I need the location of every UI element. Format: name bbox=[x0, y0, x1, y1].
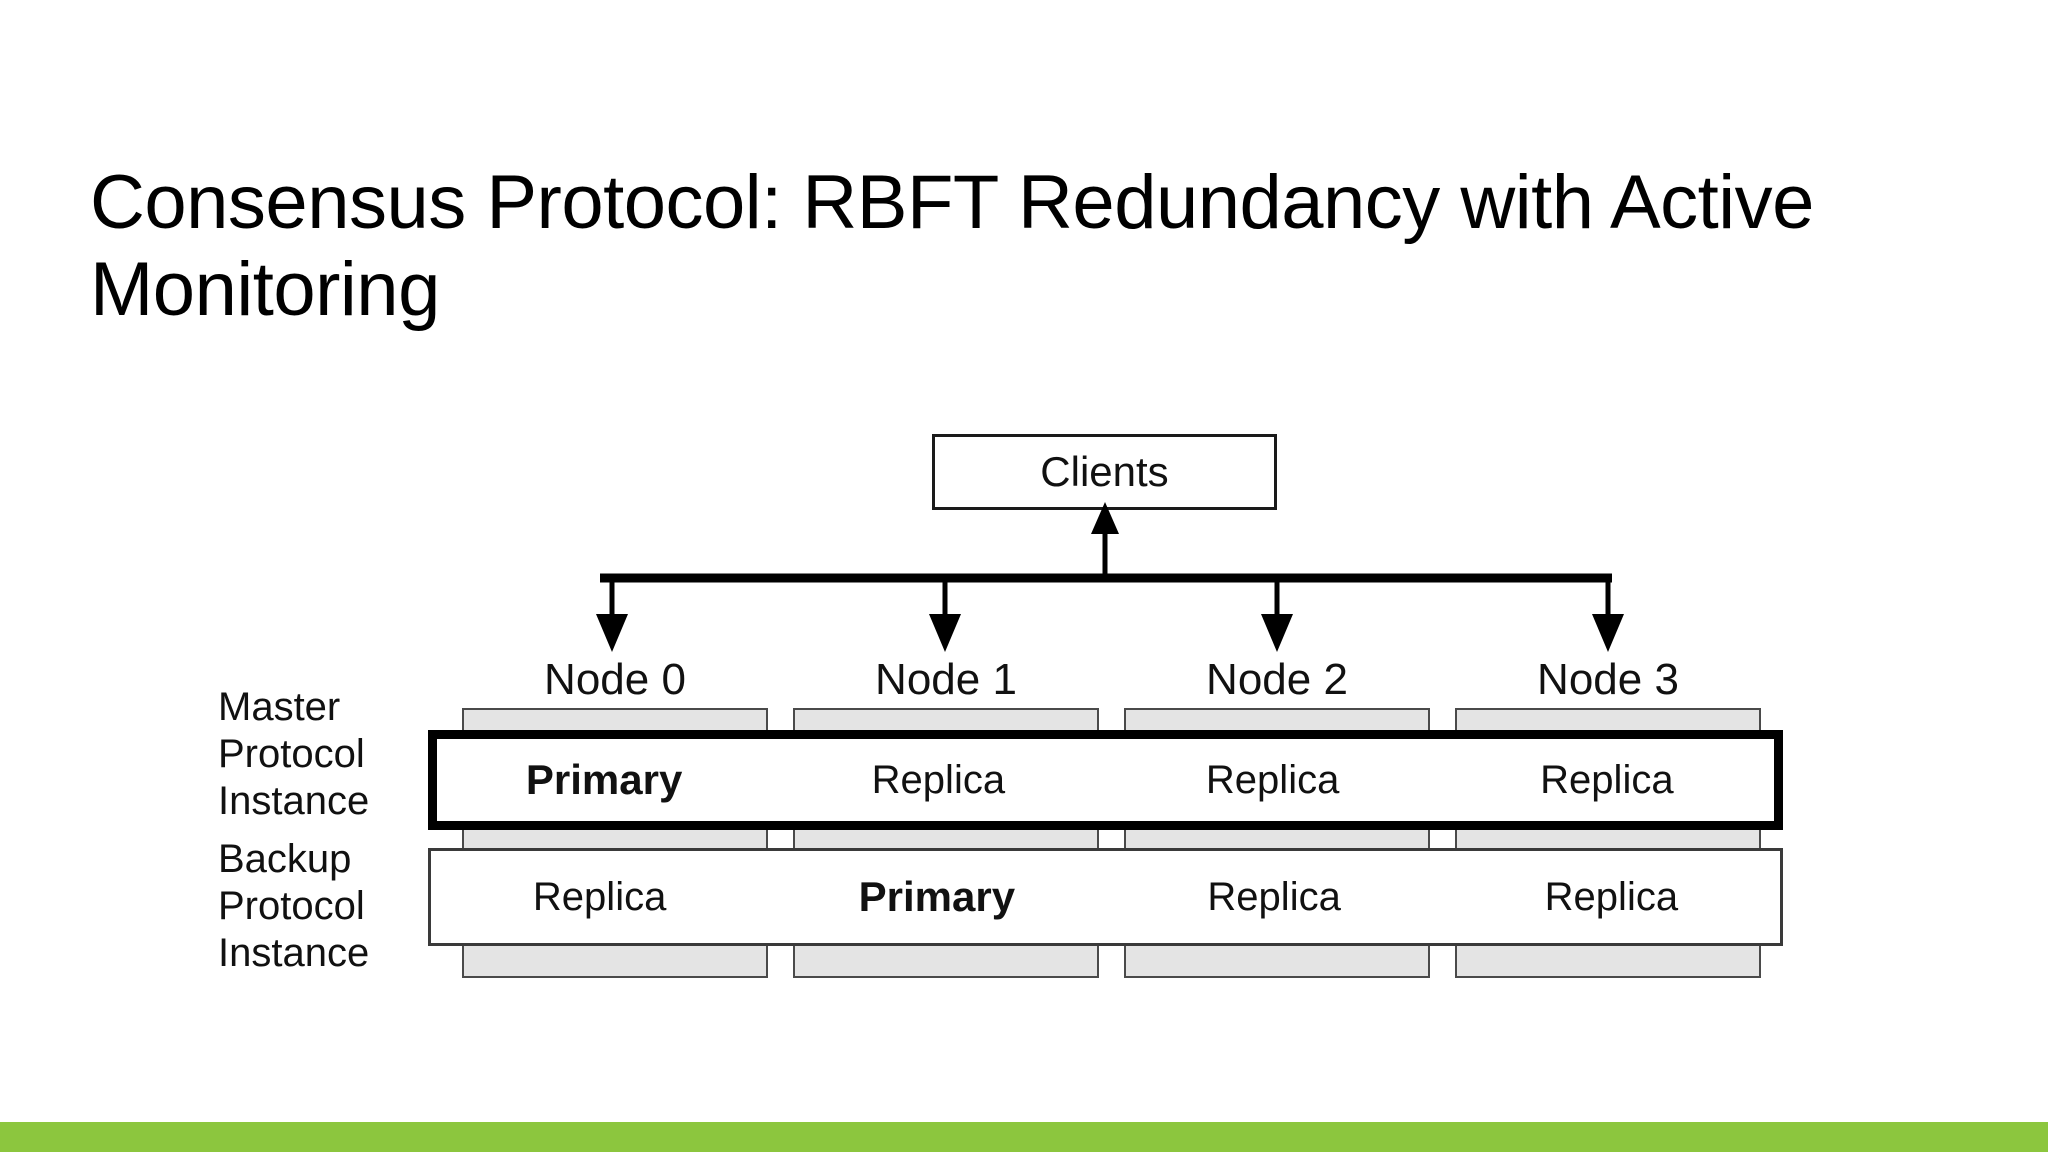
backup-cell-node-3: Replica bbox=[1544, 874, 1679, 919]
node-label-3: Node 3 bbox=[1537, 655, 1679, 704]
row-label-backup: Backup Protocol Instance bbox=[218, 836, 418, 978]
row-label-master-line2: Protocol bbox=[218, 732, 365, 777]
clients-box: Clients bbox=[932, 434, 1277, 510]
clients-label: Clients bbox=[1040, 448, 1169, 495]
row-label-backup-line3: Instance bbox=[218, 931, 370, 976]
row-label-master: Master Protocol Instance bbox=[218, 684, 418, 826]
node-label-0: Node 0 bbox=[544, 655, 686, 704]
row-label-master-line1: Master bbox=[218, 685, 341, 729]
connector-arrows bbox=[596, 502, 1624, 652]
master-cell-node-3: Replica bbox=[1540, 757, 1674, 802]
node-label-2: Node 2 bbox=[1206, 655, 1348, 704]
backup-instance-band: Replica Primary Replica Replica bbox=[428, 848, 1783, 946]
footer-green-bar bbox=[0, 1122, 2048, 1152]
page-title: Consensus Protocol: RBFT Redundancy with… bbox=[90, 159, 1814, 333]
master-instance-band: Primary Replica Replica Replica bbox=[428, 730, 1783, 830]
master-cell-node-1: Replica bbox=[871, 757, 1006, 802]
node-label-1: Node 1 bbox=[875, 655, 1017, 704]
backup-cell-node-2: Replica bbox=[1207, 874, 1341, 919]
row-label-backup-line1: Backup bbox=[218, 837, 352, 881]
master-cell-node-2: Replica bbox=[1205, 757, 1340, 802]
master-cell-node-0: Primary bbox=[525, 756, 683, 803]
backup-cell-node-1: Primary bbox=[858, 873, 1016, 920]
backup-cell-node-0: Replica bbox=[532, 874, 667, 919]
row-label-master-line3: Instance bbox=[218, 779, 370, 824]
row-label-backup-line2: Protocol bbox=[218, 884, 365, 929]
